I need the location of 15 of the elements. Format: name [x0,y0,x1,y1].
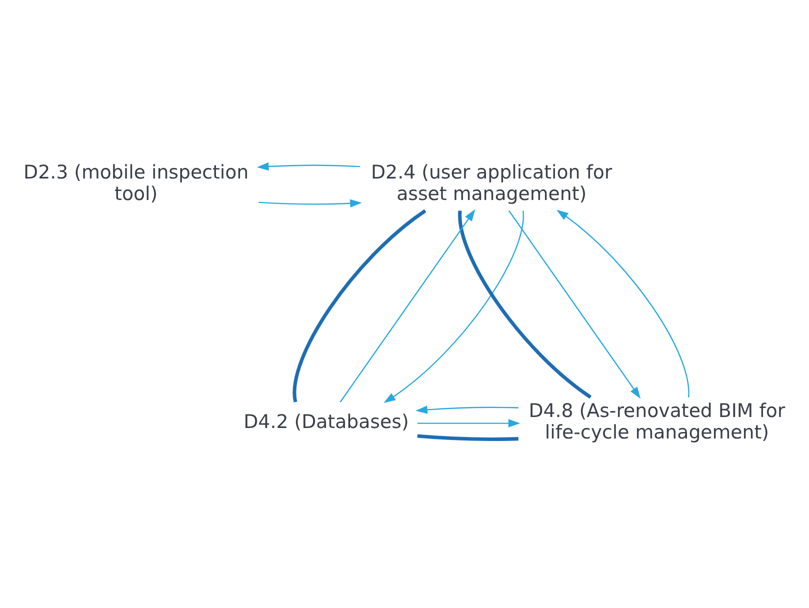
node-text: D4.2 (Databases) [244,410,409,433]
arrow [508,210,641,399]
node-text: D2.4 (user application for asset management) [371,162,612,205]
arrow [340,209,476,402]
arrow [417,419,520,428]
arrow [256,162,360,171]
connector [458,210,592,399]
node-text: D4.8 (As-renovated BIM for life-cycle management) [528,400,786,444]
arrow [258,199,362,208]
arrow [556,210,690,398]
arrow [384,210,524,403]
arrow [416,406,518,414]
connector [417,434,518,441]
connector [292,209,426,402]
node-text: D2.3 (mobile inspection tool) [24,162,249,205]
